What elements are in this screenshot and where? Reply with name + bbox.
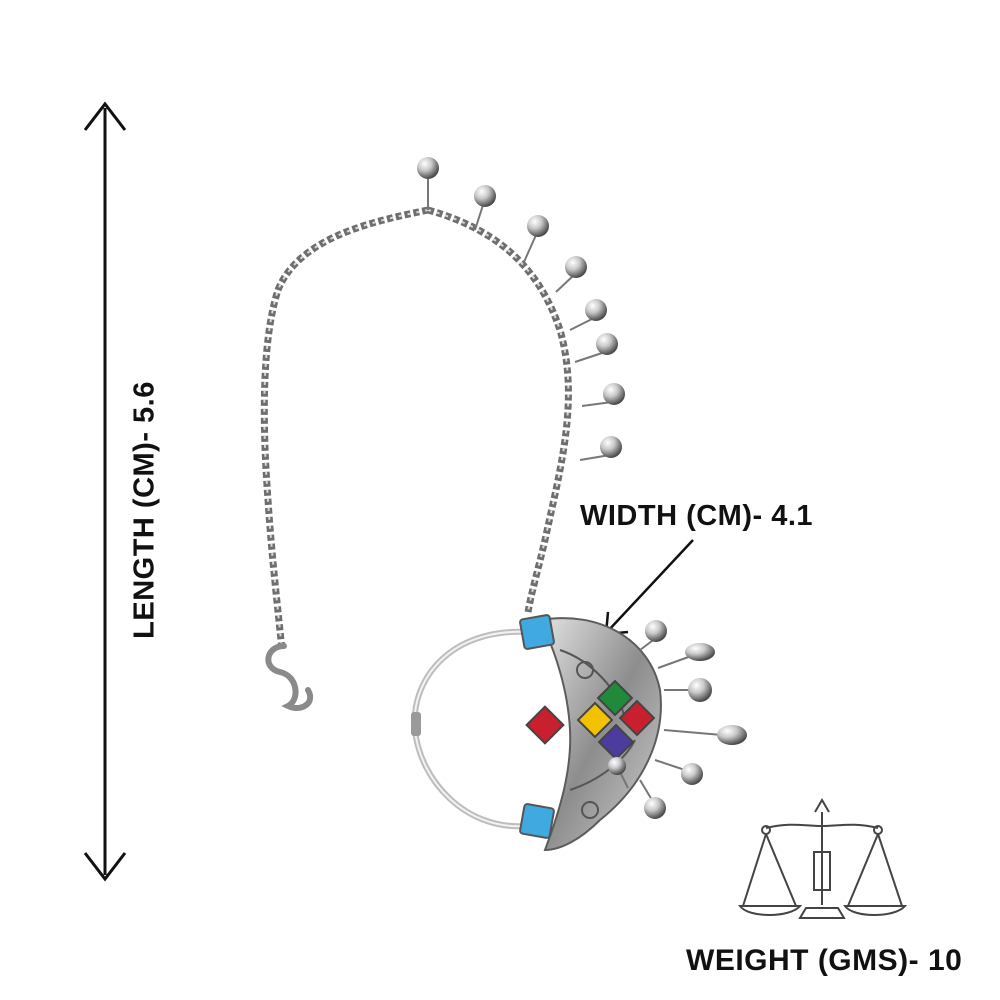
length-double-arrow-icon <box>83 101 127 882</box>
chain-bead-drops <box>417 157 625 461</box>
gemstones <box>519 614 656 839</box>
balance-scale-icon <box>738 798 908 919</box>
width-label: WIDTH (CM)- 4.1 <box>580 500 814 532</box>
chain <box>260 206 572 651</box>
pendant-body <box>538 617 662 852</box>
length-label: LENGTH (CM)- 5.6 <box>128 381 161 639</box>
weight-label: WEIGHT (GMS)- 10 <box>686 944 963 977</box>
nose-ring-hoop <box>411 628 529 830</box>
s-hook <box>265 643 313 711</box>
width-pointer-arrow-icon <box>604 539 694 636</box>
pendant-drops <box>608 620 747 819</box>
